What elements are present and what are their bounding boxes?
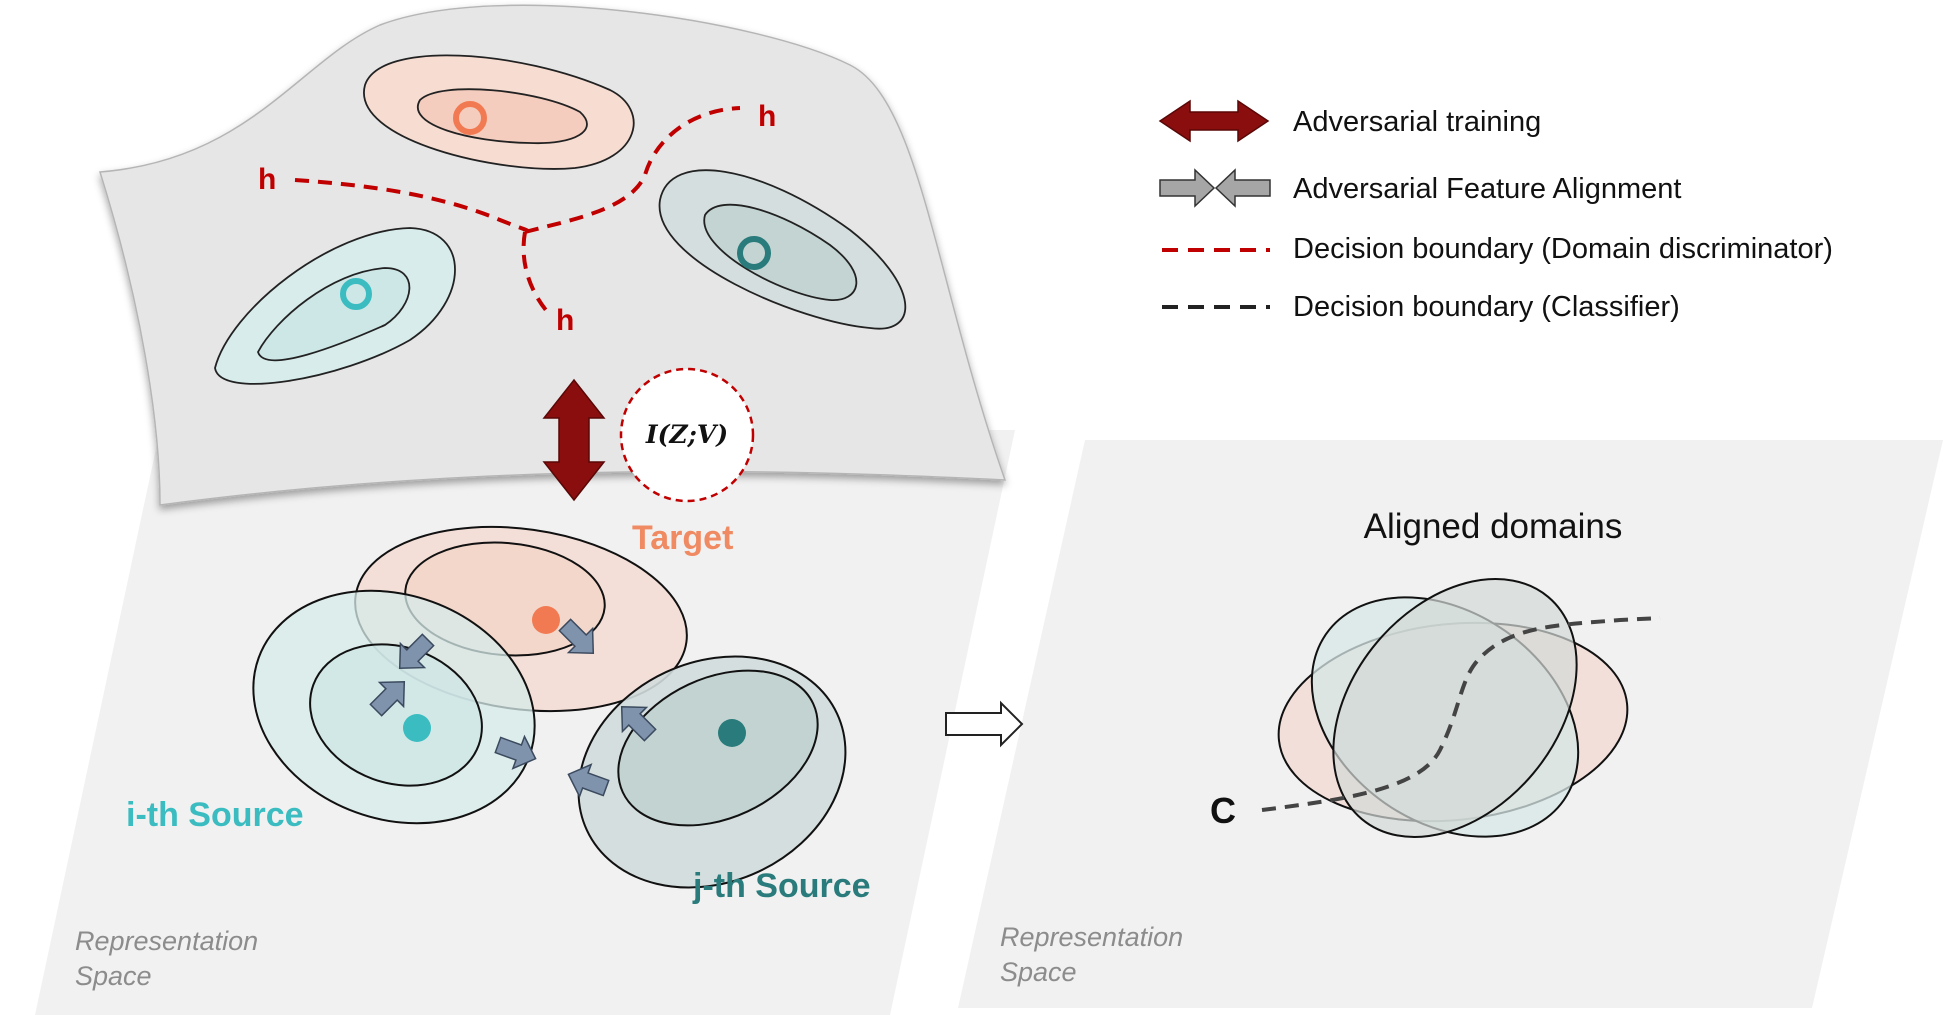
source-i-label: i-th Source — [126, 796, 304, 834]
source-j-label: j-th Source — [692, 867, 871, 905]
top-manifold-surface — [99, 4, 1007, 506]
adversarial-training-arrow-icon — [542, 378, 606, 502]
legend-label-classifier: Decision boundary (Classifier) — [1293, 291, 1680, 323]
left-space-label-line1: Representation — [75, 926, 258, 956]
left-space-label-line2: Space — [75, 961, 152, 991]
legend-label-feature-alignment: Adversarial Feature Alignment — [1293, 173, 1681, 205]
dark-red-double-arrow-icon — [1158, 99, 1270, 143]
alignment-arrow-i-to-j-icon — [494, 734, 537, 770]
legend-item-feature-alignment: Adversarial Feature Alignment — [1159, 168, 1681, 208]
aligned-domains-cluster — [1277, 578, 1629, 838]
discriminator-boundaries — [294, 106, 741, 317]
source-i-center-ring-icon — [340, 278, 372, 310]
mutual-information-circle — [619, 367, 755, 503]
classifier-label: C — [1210, 790, 1236, 831]
alignment-arrow-j-to-i-icon — [567, 763, 610, 799]
source-j-domain-cluster — [577, 655, 847, 889]
right-space-label-line1: Representation — [1000, 922, 1183, 952]
boundary-label-h-right: h — [758, 100, 776, 133]
boundary-label-h-bottom: h — [556, 304, 574, 337]
feature-alignment-arrows — [369, 618, 657, 799]
gray-converging-arrows-icon — [1159, 168, 1216, 208]
transition-arrow-icon — [945, 700, 1024, 748]
manifold-source-i-cluster — [214, 227, 456, 385]
aligned-domains-title: Aligned domains — [1364, 507, 1623, 546]
source-j-center-ring-icon — [737, 236, 771, 270]
source-i-domain-cluster — [252, 589, 536, 825]
mutual-information-label: I(Z;V) — [645, 420, 728, 449]
target-center-dot — [532, 606, 560, 634]
legend-label-domain-discriminator: Decision boundary (Domain discriminator) — [1293, 233, 1833, 265]
alignment-arrow-target-to-i-icon — [398, 633, 435, 670]
gray-converging-arrow-right-half-icon — [1214, 168, 1271, 208]
source-j-center-dot — [718, 719, 746, 747]
alignment-arrow-j-to-target-icon — [620, 705, 657, 742]
manifold-source-j-cluster — [658, 169, 907, 330]
legend-item-adversarial-training: Adversarial training — [1158, 99, 1541, 143]
target-center-ring-icon — [453, 101, 487, 135]
alignment-arrow-target-to-j-icon — [558, 618, 595, 655]
classifier-decision-boundary — [1261, 616, 1661, 812]
legend-item-classifier: Decision boundary (Classifier) — [1162, 291, 1680, 323]
legend-label-adversarial-training: Adversarial training — [1293, 106, 1541, 138]
alignment-arrow-i-to-target-icon — [369, 680, 406, 717]
manifold-target-cluster — [363, 54, 635, 170]
legend-item-domain-discriminator: Decision boundary (Domain discriminator) — [1162, 233, 1833, 265]
right-space-label-line2: Space — [1000, 957, 1077, 987]
target-label: Target — [632, 519, 733, 557]
source-i-center-dot — [403, 714, 431, 742]
boundary-label-h-left: h — [258, 163, 276, 196]
legend: Adversarial training Adversarial Feature… — [1158, 99, 1833, 323]
